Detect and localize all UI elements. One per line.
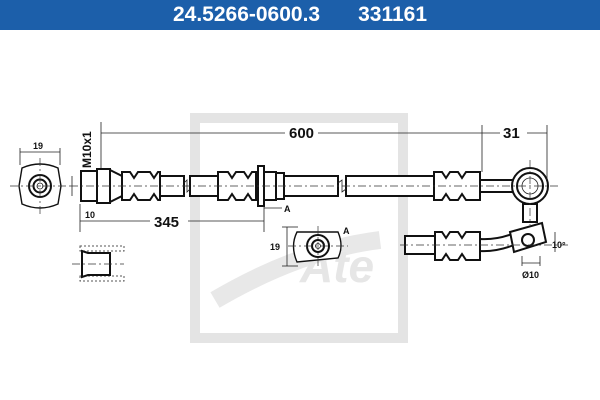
overall-length-label: 600	[289, 125, 314, 142]
title-bar: 24.5266-0600.3 331161	[0, 0, 600, 30]
bracket-position-label: 345	[154, 214, 179, 231]
bracket-width-label: 19	[270, 242, 280, 252]
reference-number: 331161	[358, 3, 428, 26]
hose-side-view	[70, 160, 560, 225]
dimension-lines: 600 31 10 345 A	[79, 122, 548, 232]
eye-diameter-label: Ø10	[522, 270, 539, 280]
ate-logo-watermark: Ate	[190, 113, 408, 343]
bracket-view-a: 19 A	[270, 226, 350, 268]
thread-section-detail	[72, 245, 125, 282]
end-view-fitting: 19	[10, 141, 70, 214]
part-number: 24.5266-0600.3	[172, 3, 321, 26]
section-a-label: A	[284, 204, 291, 214]
view-a-label: A	[343, 226, 350, 236]
hose-top-view: 10° Ø10	[400, 221, 568, 280]
thread-label: M10x1	[80, 131, 94, 168]
fitting-length-label: 10	[85, 210, 95, 220]
angle-label: 10°	[552, 240, 566, 250]
end-width-label: 19	[33, 141, 43, 151]
eye-offset-label: 31	[503, 125, 520, 142]
